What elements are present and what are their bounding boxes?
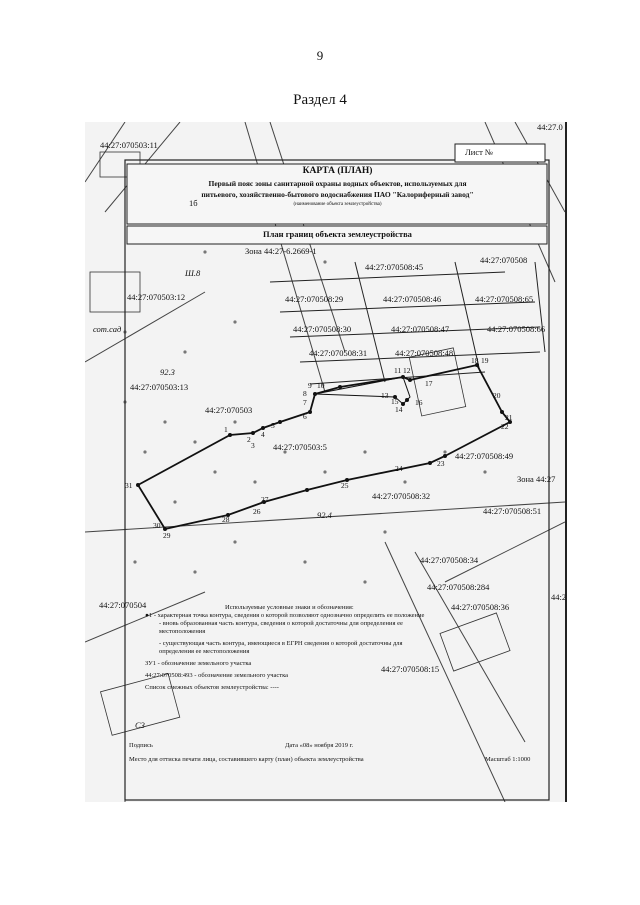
point-number: 21: [505, 413, 513, 422]
plan-title: План границ объекта землеустройства: [263, 229, 412, 239]
inner-stamp: 1б: [189, 198, 198, 208]
cadastral-map: Лист № 44:27.0 КАРТА (ПЛАН) Первый пояс …: [85, 122, 567, 802]
point-number: 28: [222, 515, 230, 524]
point-number: 1: [224, 425, 228, 434]
sheet-label: Лист №: [465, 147, 494, 157]
point-number: 31: [125, 481, 133, 490]
point-number: 16: [415, 398, 423, 407]
point-number: 10: [317, 381, 325, 390]
legend-item: местоположения: [159, 628, 206, 635]
point-number: 25: [341, 481, 349, 490]
point-number: 9: [308, 381, 312, 390]
map-drawing: [85, 122, 565, 802]
parcel-label: 44:27:070508:46: [383, 294, 442, 304]
zone-right-label: Зона 44:27: [517, 474, 556, 484]
parcel-label: 44:27:070508:45: [365, 262, 424, 272]
garden-label: сот.сад: [93, 324, 122, 334]
point-number: 7: [303, 398, 307, 407]
point-number: 3: [251, 441, 255, 450]
parcel-label: 44:27:070504: [99, 600, 147, 610]
point-number: 13: [381, 391, 389, 400]
point-number: 6: [303, 412, 307, 421]
point-number: 8: [303, 389, 307, 398]
c3-label: С3: [135, 720, 145, 730]
point-number: 12: [403, 366, 411, 375]
map-subtitle-note: (наименование объекта землеустройства): [293, 202, 382, 207]
legend-item: Список смежных объектов землеустройства:…: [145, 684, 279, 691]
parcel-label: 44:27:070508:30: [293, 324, 352, 334]
parcel-label: 44:27:070508:49: [455, 451, 514, 461]
elev-label: 92.4: [317, 510, 332, 520]
point-number: 23: [437, 459, 445, 468]
parcel-label: 44:27:070508:36: [451, 602, 510, 612]
page-number: 9: [316, 48, 324, 63]
legend-title: Используемые условные знаки и обозначени…: [225, 604, 354, 611]
legend-item: 44:27:070508:493 - обозначение земельног…: [145, 672, 289, 679]
legend-item: определения ее местоположения: [159, 648, 250, 655]
map-subtitle-2: питьевого, хозяйственно-бытового водосна…: [201, 190, 474, 199]
parcel-label: 44:27:070508:29: [285, 294, 344, 304]
elev-label: 92.3: [160, 367, 175, 377]
parcel-label: 44:27:070508:66: [487, 324, 546, 334]
date-label: Дата «08» ноября 2019 г.: [285, 742, 354, 749]
stamp-place-label: Место для оттиска печати лица, составивш…: [129, 756, 364, 763]
parcel-label: 44:27:070503:12: [127, 292, 186, 302]
legend-item: ●1 - характерная точка контура, сведения…: [145, 612, 425, 619]
point-number: 27: [261, 495, 269, 504]
signature-label: Подпись: [129, 742, 153, 749]
parcel-label: 44:27:070508:47: [391, 324, 450, 334]
point-number: 4: [261, 430, 265, 439]
point-number: 14: [395, 405, 403, 414]
parcel-label: 44:27:070508:284: [427, 582, 490, 592]
point-number: 30: [153, 521, 161, 530]
point-number: 2: [247, 435, 251, 444]
point-number: 5: [271, 421, 275, 430]
parcel-label: 44:27:070508:48: [395, 348, 454, 358]
parcel-label: 44:27:070508:34: [420, 555, 479, 565]
water-label: Ш.8: [185, 268, 201, 278]
parcel-label: 44:27:070508:65: [475, 294, 534, 304]
point-number: 26: [253, 507, 261, 516]
legend-item: ЗУ1 - обозначение земельного участка: [145, 660, 252, 667]
corner-parcel-tr: 44:27.0: [537, 122, 563, 132]
corner-parcel-r: 44:2: [551, 592, 567, 602]
legend: Используемые условные знаки и обозначени…: [145, 604, 505, 692]
legend-item: - вновь образованная часть контура, свед…: [159, 620, 403, 627]
parcel-label: 44:27:070508:31: [309, 348, 368, 358]
point-number: 19: [481, 356, 489, 365]
point-number: 11: [394, 366, 402, 375]
point-number: 22: [501, 422, 509, 431]
point-number: 29: [163, 531, 171, 540]
point-number: 18: [471, 356, 479, 365]
section-title: Раздел 4: [293, 92, 347, 108]
legend-point-symbol: ●1: [145, 612, 153, 619]
parcel-label: 44:27:070508:51: [483, 506, 542, 516]
parcel-label: 44:27:070508: [480, 255, 528, 265]
zone-top-label: Зона 44:27-6.2669-1: [245, 246, 317, 256]
map-subtitle-1: Первый пояс зоны санитарной охраны водны…: [208, 179, 467, 188]
point-number: 20: [493, 391, 501, 400]
scale-label: Масштаб 1:1000: [485, 756, 531, 763]
point-number: 24: [395, 464, 403, 473]
parcel-label: 44:27:070503:13: [130, 382, 189, 392]
parcel-label: 44:27:070503:11: [100, 140, 158, 150]
map-title: КАРТА (ПЛАН): [302, 166, 373, 176]
parcel-label: 44:27:070508:15: [381, 664, 440, 674]
parcel-label: 44:27:070503: [205, 405, 253, 415]
legend-item: - существующая часть контура, имеющиеся …: [159, 640, 403, 647]
point-number: 15: [391, 397, 399, 406]
parcel-label: 44:27:070503:5: [273, 442, 327, 452]
point-number: 17: [425, 379, 433, 388]
parcel-label: 44:27:070508:32: [372, 491, 431, 501]
